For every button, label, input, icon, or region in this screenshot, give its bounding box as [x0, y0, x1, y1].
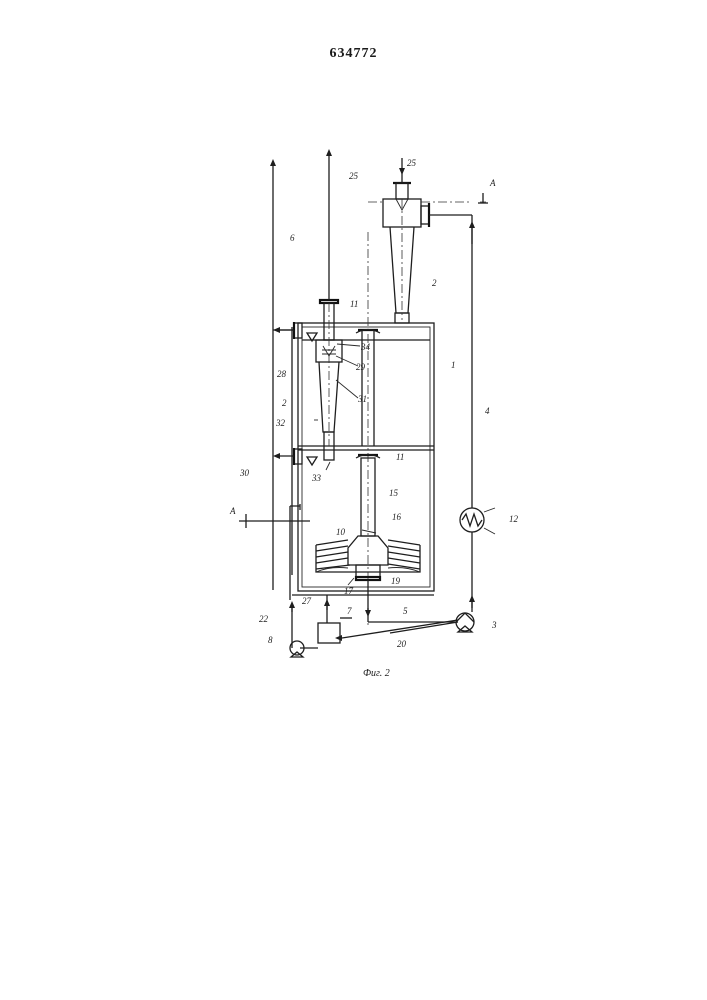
- label-25b: 25: [407, 158, 417, 168]
- label-8: 8: [268, 635, 273, 645]
- label-a-left: A: [229, 506, 236, 516]
- pump-8: [290, 641, 304, 657]
- hydrocyclone-upper: [383, 172, 429, 323]
- label-15: 15: [389, 488, 399, 498]
- label-20: 20: [397, 639, 407, 649]
- label-30: 30: [239, 468, 250, 478]
- label-27: 27: [302, 596, 312, 606]
- label-6: 6: [290, 233, 295, 243]
- label-10: 10: [336, 527, 346, 537]
- pump-3: [456, 613, 474, 632]
- label-19: 19: [391, 576, 401, 586]
- label-29: 29: [356, 362, 366, 372]
- label-17: 17: [344, 586, 354, 596]
- label-12: 12: [509, 514, 519, 524]
- label-2a: 2: [432, 278, 437, 288]
- label-a-top: A: [489, 178, 496, 188]
- label-5: 5: [403, 606, 408, 616]
- label-4: 4: [485, 406, 490, 416]
- label-34: 34: [360, 342, 371, 352]
- label-25a: 25: [349, 171, 359, 181]
- label-31: 31: [357, 394, 367, 404]
- side-pipe: [292, 322, 317, 575]
- leader-lines: [314, 344, 376, 585]
- label-1: 1: [451, 360, 456, 370]
- label-16: 16: [392, 512, 402, 522]
- label-3: 3: [491, 620, 497, 630]
- label-33: 33: [311, 473, 322, 483]
- label-11b: 11: [396, 452, 404, 462]
- label-7: 7: [347, 606, 352, 616]
- heat-exchanger-12: [460, 508, 495, 534]
- label-11a: 11: [350, 299, 358, 309]
- figure-caption: Фиг. 2: [363, 668, 390, 679]
- tank-7: [318, 618, 352, 643]
- hydrocyclone-inner: [316, 300, 342, 460]
- flow-lines: [273, 152, 472, 648]
- label-2b: 2: [282, 398, 287, 408]
- label-22: 22: [259, 614, 269, 624]
- label-28: 28: [277, 369, 287, 379]
- label-32: 32: [275, 418, 286, 428]
